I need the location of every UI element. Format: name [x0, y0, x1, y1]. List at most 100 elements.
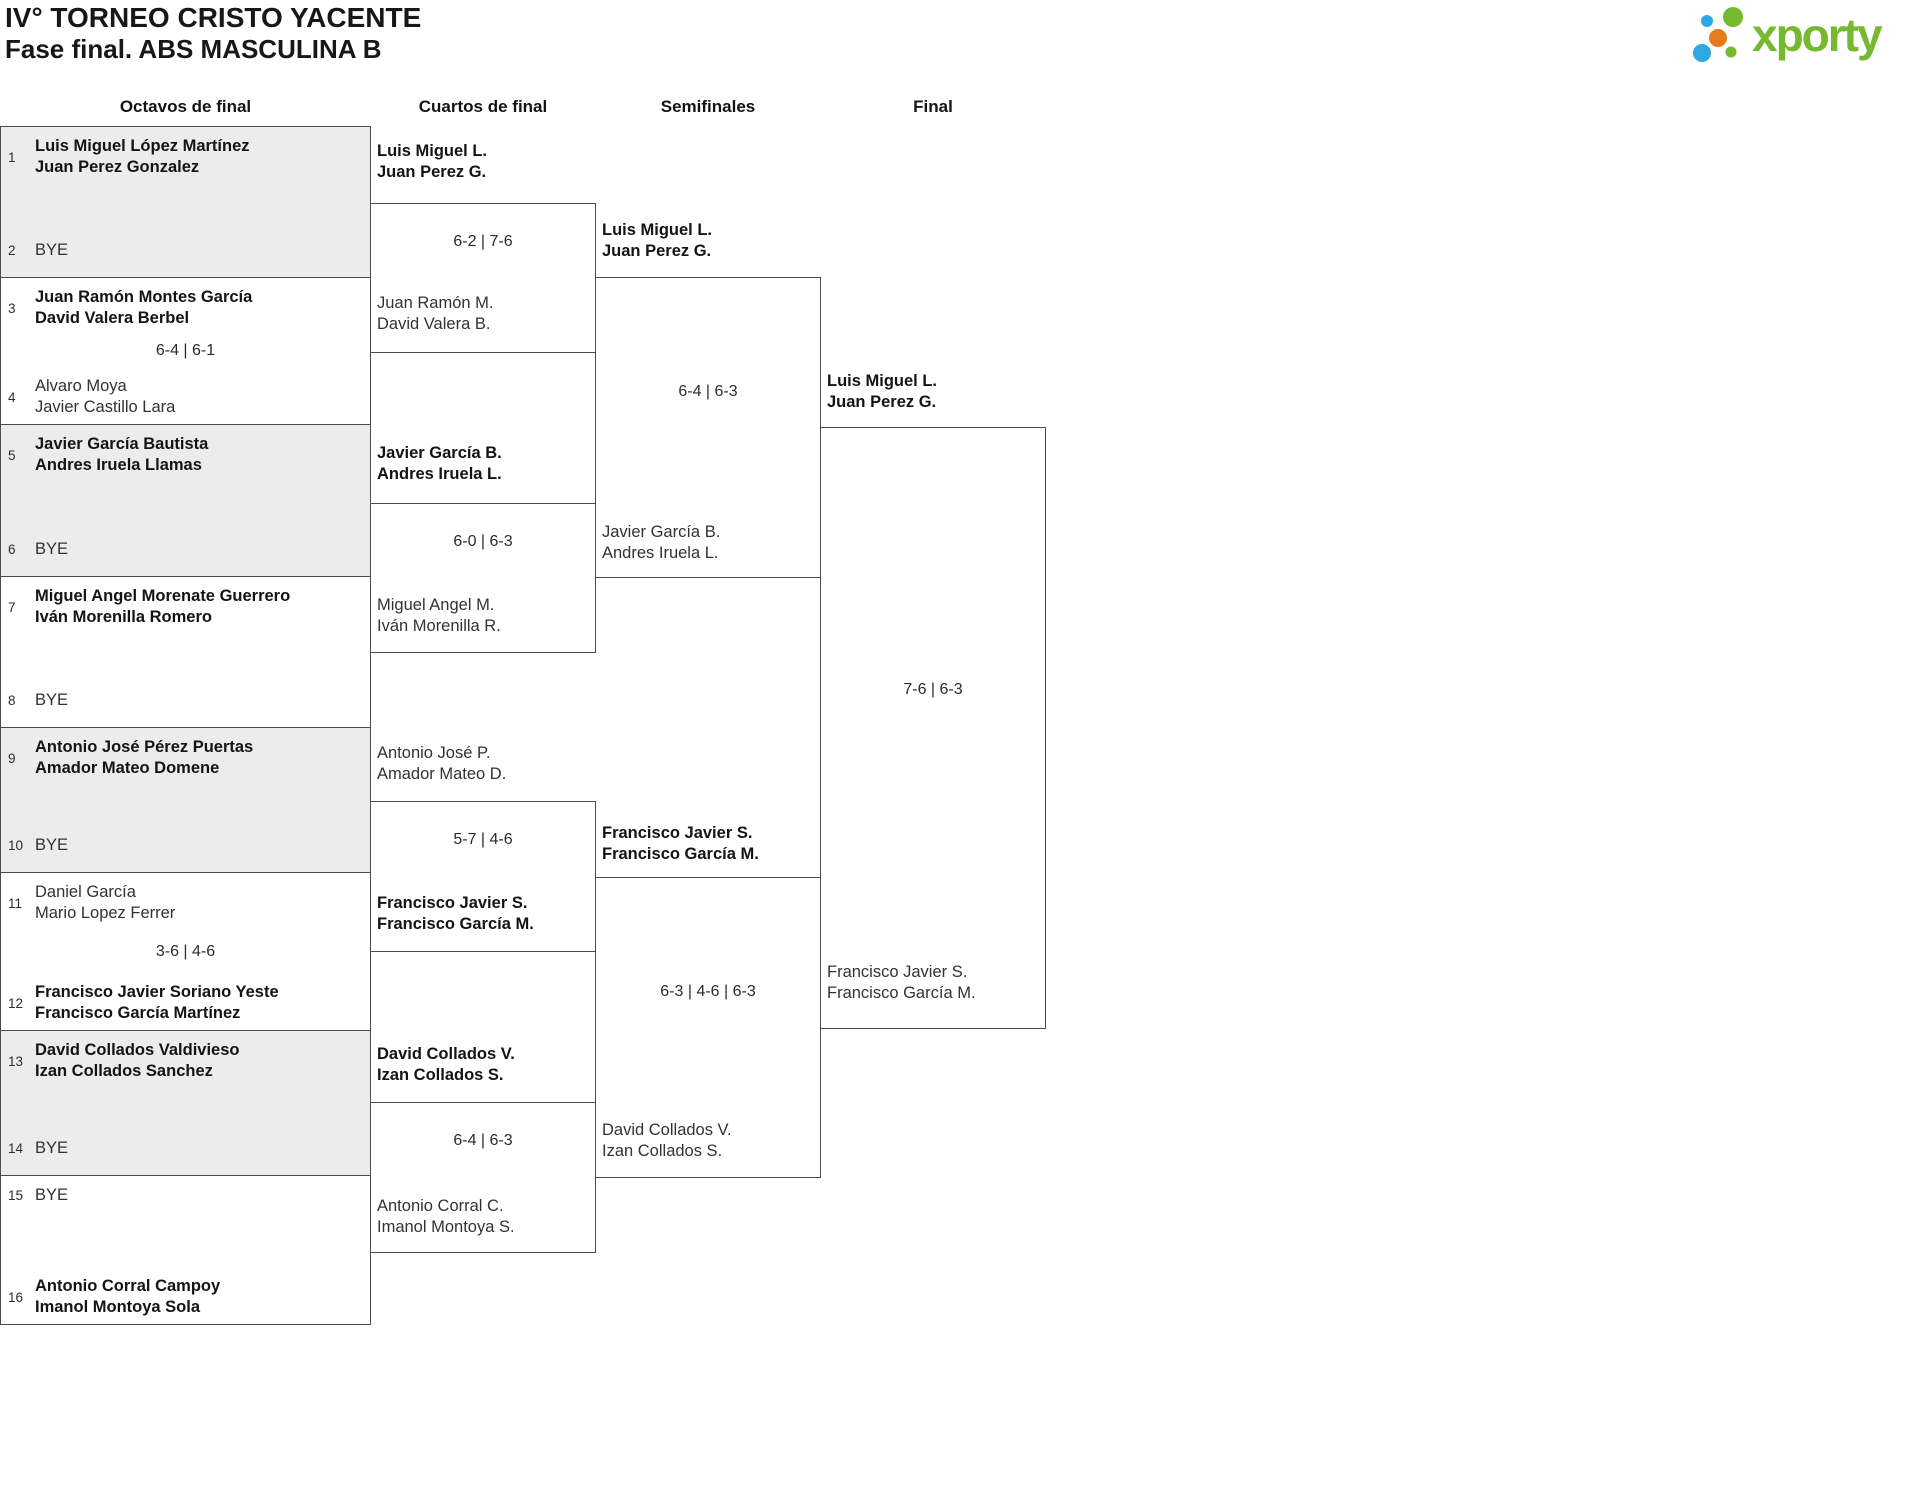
r16-match-3: 5 Javier García Bautista Andres Iruela L… [0, 424, 371, 577]
player-name: Francisco García M. [602, 845, 759, 863]
page-title: IV° TORNEO CRISTO YACENTE [5, 2, 422, 33]
team-row: 4 Alvaro Moya Javier Castillo Lara [8, 376, 364, 418]
player-name: Luis Miguel L. [827, 372, 937, 390]
player-name: Andres Iruela L. [602, 544, 719, 562]
player-name: Juan Perez Gonzalez [35, 158, 200, 176]
team-row: 5 Javier García Bautista Andres Iruela L… [8, 434, 364, 476]
player-name: BYE [35, 241, 69, 259]
r16-match-5: 9 Antonio José Pérez Puertas Amador Mate… [0, 727, 371, 873]
seed-number: 5 [8, 447, 16, 463]
sf2-top-team: Francisco Javier S. Francisco García M. [602, 823, 759, 865]
seed-number: 3 [8, 300, 16, 316]
player-name: David Valera B. [377, 315, 491, 333]
r16-match-8: 15 BYE 16 Antonio Corral Campoy Imanol M… [0, 1175, 371, 1325]
team-row: 7 Miguel Angel Morenate Guerrero Iván Mo… [8, 586, 364, 628]
match-score: 6-4 | 6-3 [453, 1132, 513, 1149]
final-match: 7-6 | 6-3 [820, 427, 1046, 1029]
r16-match-4: 7 Miguel Angel Morenate Guerrero Iván Mo… [0, 576, 371, 728]
team-row: 15 BYE [8, 1185, 364, 1206]
match-score: 6-4 | 6-1 [155, 342, 216, 359]
seed-number: 12 [8, 995, 24, 1011]
player-name: Iván Morenilla Romero [35, 608, 212, 626]
player-name: Mario Lopez Ferrer [35, 904, 176, 922]
seed-number: 8 [8, 693, 16, 708]
seed-number: 2 [8, 243, 16, 258]
r16-match-1: 1 Luis Miguel López Martínez Juan Perez … [0, 126, 371, 278]
player-name: Antonio Corral C. [377, 1197, 504, 1215]
final-bottom-team: Francisco Javier S. Francisco García M. [827, 962, 976, 1004]
qf1-top-team: Luis Miguel L. Juan Perez G. [377, 141, 487, 183]
seed-number: 7 [8, 599, 16, 615]
player-name: David Collados V. [602, 1121, 732, 1139]
team-row: 8 BYE [8, 690, 364, 711]
qf-match-3: 5-7 | 4-6 [370, 801, 596, 952]
player-name: BYE [35, 1186, 69, 1204]
player-name: Andres Iruela Llamas [35, 456, 202, 474]
team-row: 9 Antonio José Pérez Puertas Amador Mate… [8, 737, 364, 779]
player-name: Iván Morenilla R. [377, 617, 501, 635]
team-row: 2 BYE [8, 240, 364, 261]
qf2-top-team: Javier García B. Andres Iruela L. [377, 443, 502, 485]
seed-number: 16 [8, 1289, 24, 1305]
player-name: Juan Perez G. [377, 163, 487, 181]
player-name: BYE [35, 1139, 69, 1157]
round-header-octavos: Octavos de final [119, 97, 252, 116]
qf2-bottom-team: Miguel Angel M. Iván Morenilla R. [377, 595, 501, 637]
xporty-logo[interactable]: xporty [1686, 0, 1918, 70]
player-name: Imanol Montoya S. [377, 1218, 515, 1236]
seed-number: 6 [8, 542, 16, 557]
qf-match-1: 6-2 | 7-6 [370, 203, 596, 353]
qf3-top-team: Antonio José P. Amador Mateo D. [377, 743, 506, 785]
player-name: Antonio Corral Campoy [35, 1277, 221, 1295]
seed-number: 10 [8, 838, 24, 853]
team-row: 10 BYE [8, 835, 364, 856]
player-name: Luis Miguel L. [602, 221, 712, 239]
player-name: Amador Mateo D. [377, 765, 507, 783]
player-name: Imanol Montoya Sola [35, 1298, 201, 1316]
round-header-final: Final [913, 97, 953, 116]
team-row: 6 BYE [8, 539, 364, 560]
sf1-bottom-team: Javier García B. Andres Iruela L. [602, 522, 720, 564]
seed-number: 1 [8, 149, 16, 165]
qf4-bottom-team: Antonio Corral C. Imanol Montoya S. [377, 1196, 515, 1238]
team-row: 11 Daniel García Mario Lopez Ferrer [8, 882, 364, 924]
player-name: Daniel García [35, 883, 136, 901]
player-name: Francisco Javier S. [377, 894, 528, 912]
player-name: David Collados V. [377, 1045, 515, 1063]
round-header-semifinales: Semifinales [660, 97, 756, 116]
player-name: Juan Perez G. [827, 393, 937, 411]
player-name: Luis Miguel L. [377, 142, 487, 160]
player-name: Francisco García M. [377, 915, 534, 933]
player-name: Izan Collados Sanchez [35, 1062, 213, 1080]
player-name: BYE [35, 540, 69, 558]
player-name: Amador Mateo Domene [35, 759, 220, 777]
xporty-logo-dots-icon [1693, 7, 1743, 62]
player-name: Javier Castillo Lara [35, 398, 176, 416]
match-score: 6-0 | 6-3 [453, 533, 513, 550]
seed-number: 11 [8, 895, 23, 911]
player-name: Juan Ramón M. [377, 294, 494, 312]
r16-match-2: 3 Juan Ramón Montes García David Valera … [0, 277, 371, 425]
match-score: 5-7 | 4-6 [453, 831, 513, 848]
match-score: 6-4 | 6-3 [678, 383, 738, 400]
team-row: 14 BYE [8, 1138, 364, 1159]
qf4-top-team: David Collados V. Izan Collados S. [377, 1044, 515, 1086]
qf1-bottom-team: Juan Ramón M. David Valera B. [377, 293, 493, 335]
player-name: Juan Perez G. [602, 242, 712, 260]
player-name: Antonio José Pérez Puertas [35, 738, 254, 756]
match-score: 6-2 | 7-6 [453, 233, 513, 250]
page-subtitle: Fase final. ABS MASCULINA B [5, 34, 382, 64]
match-score: 6-3 | 4-6 | 6-3 [660, 983, 756, 1000]
sf2-bottom-team: David Collados V. Izan Collados S. [602, 1120, 732, 1162]
player-name: Miguel Angel Morenate Guerrero [35, 587, 291, 605]
r16-match-7: 13 David Collados Valdivieso Izan Collad… [0, 1030, 371, 1176]
player-name: Alvaro Moya [35, 377, 127, 395]
player-name: Francisco García Martínez [35, 1004, 241, 1022]
team-row: 16 Antonio Corral Campoy Imanol Montoya … [8, 1276, 364, 1318]
player-name: David Valera Berbel [35, 309, 190, 327]
final-top-team: Luis Miguel L. Juan Perez G. [827, 371, 937, 413]
player-name: Izan Collados S. [602, 1142, 723, 1160]
seed-number: 15 [8, 1188, 24, 1203]
player-name: Izan Collados S. [377, 1066, 504, 1084]
team-row: 3 Juan Ramón Montes García David Valera … [8, 287, 364, 329]
